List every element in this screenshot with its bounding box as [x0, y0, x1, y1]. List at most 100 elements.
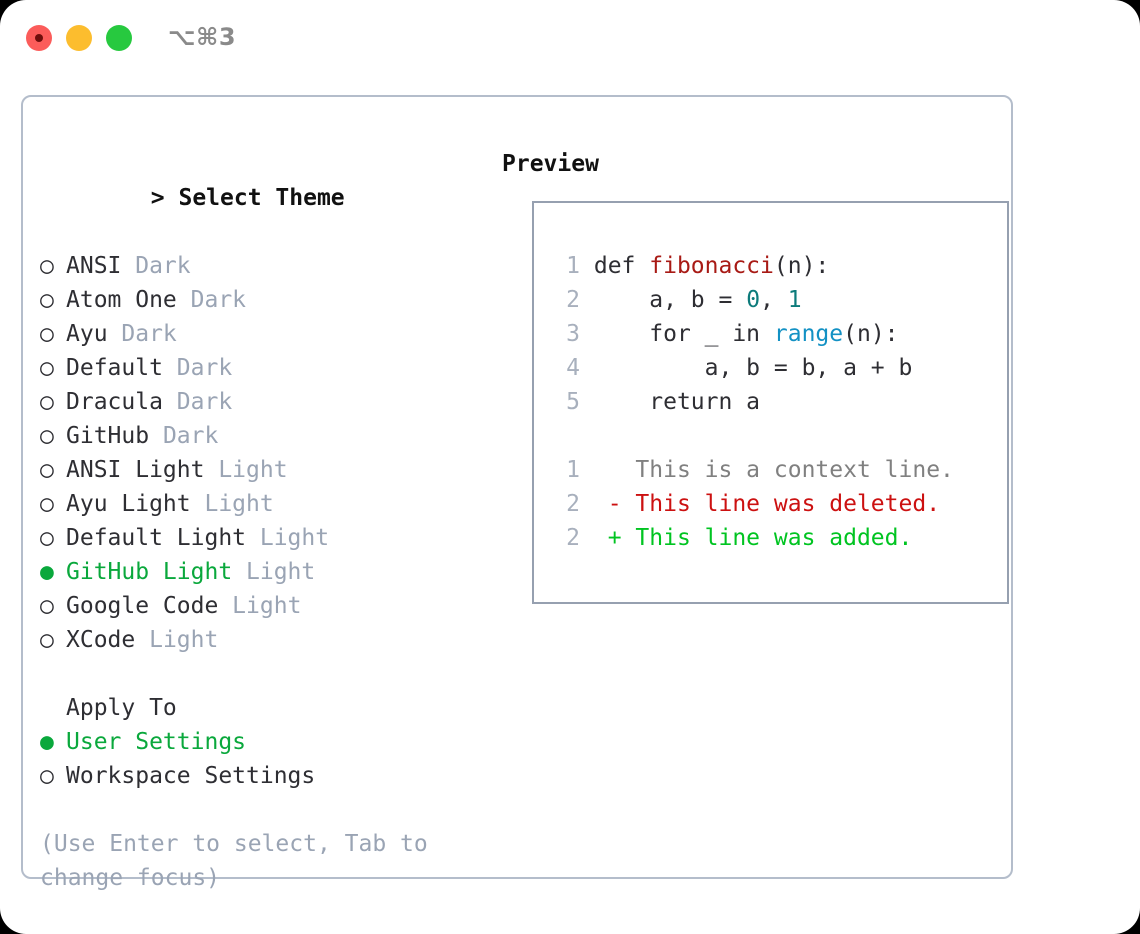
- line-number: 1: [566, 253, 580, 279]
- diff-line-text: This is a context line.: [607, 457, 954, 483]
- radio-unselected-icon: ○: [40, 253, 54, 279]
- theme-option-label: Default: [66, 355, 163, 381]
- theme-variant-badge: Light: [232, 559, 316, 585]
- radio-unselected-icon: ○: [40, 491, 54, 517]
- theme-variant-badge: Dark: [162, 389, 233, 415]
- window-controls: [26, 25, 132, 51]
- apply-to-option-user-settings[interactable]: ● User Settings: [40, 725, 470, 759]
- radio-unselected-icon: ○: [40, 525, 54, 551]
- radio-unselected-icon: ○: [40, 389, 54, 415]
- radio-unselected-icon: ○: [40, 321, 54, 347]
- line-number: 2: [566, 491, 580, 517]
- theme-option-default[interactable]: ○ Default Dark: [40, 351, 470, 385]
- theme-option-label: XCode: [66, 627, 136, 653]
- line-number: 5: [566, 389, 580, 415]
- theme-option-label: Google Code: [66, 593, 219, 619]
- theme-option-google-code[interactable]: ○ Google Code Light: [40, 589, 470, 623]
- code-token-plain: def: [593, 253, 650, 279]
- line-number: 2: [566, 525, 580, 551]
- close-button[interactable]: [26, 25, 52, 51]
- code-token-builtin: range: [773, 321, 844, 347]
- diff-line-text: - This line was deleted.: [607, 491, 941, 517]
- theme-variant-badge: Light: [190, 491, 274, 517]
- diff-line-text: + This line was added.: [607, 525, 913, 551]
- theme-option-label: ANSI Light: [66, 457, 205, 483]
- apply-to-option-label: User Settings: [66, 729, 247, 755]
- theme-option-github[interactable]: ○ GitHub Dark: [40, 419, 470, 453]
- theme-option-ansi-light[interactable]: ○ ANSI Light Light: [40, 453, 470, 487]
- theme-option-dracula[interactable]: ○ Dracula Dark: [40, 385, 470, 419]
- code-token-plain: a, b =: [593, 287, 747, 313]
- radio-selected-icon: ●: [40, 729, 54, 755]
- code-line: 4 a, b = b, a + b: [554, 351, 954, 385]
- theme-variant-badge: Dark: [107, 321, 177, 347]
- theme-option-label: Ayu Light: [66, 491, 191, 517]
- radio-unselected-icon: ○: [40, 763, 54, 789]
- radio-unselected-icon: ○: [40, 593, 54, 619]
- title-bar: ⌥⌘3: [0, 0, 1140, 78]
- radio-selected-icon: ●: [40, 559, 54, 585]
- theme-option-label: GitHub Light: [66, 559, 233, 585]
- preview-column: Preview 1 def fibonacci(n):2 a, b = 0, 1…: [502, 147, 1009, 604]
- apply-to-heading: Apply To: [66, 695, 177, 721]
- code-blank-line: [554, 419, 954, 453]
- theme-picker-panel: > Select Theme ○ANSI Dark○Atom One Dark○…: [21, 95, 1013, 891]
- keyboard-shortcut-label: ⌥⌘3: [168, 23, 237, 51]
- theme-option-default-light[interactable]: ○Default Light Light: [40, 521, 470, 555]
- theme-variant-badge: Dark: [176, 287, 247, 313]
- code-token-num: 1: [787, 287, 802, 313]
- line-number: 3: [566, 321, 580, 347]
- minimize-button[interactable]: [66, 25, 92, 51]
- line-number: 4: [566, 355, 580, 381]
- apply-to-option-label: Workspace Settings: [66, 763, 316, 789]
- diff-line-add: 2 + This line was added.: [554, 521, 954, 555]
- theme-option-ayu[interactable]: ○ Ayu Dark: [40, 317, 470, 351]
- code-token-fn: fibonacci: [649, 253, 774, 279]
- theme-variant-badge: Light: [204, 457, 288, 483]
- radio-unselected-icon: ○: [40, 287, 54, 313]
- preview-heading: Preview: [502, 151, 599, 177]
- radio-unselected-icon: ○: [40, 627, 54, 653]
- theme-variant-badge: Light: [246, 525, 330, 551]
- radio-unselected-icon: ○: [40, 457, 54, 483]
- apply-to-option-workspace-settings[interactable]: ○ Workspace Settings: [40, 759, 470, 793]
- theme-option-github-light[interactable]: ● GitHub Light Light: [40, 555, 470, 589]
- theme-list-column: > Select Theme ○ANSI Dark○Atom One Dark○…: [40, 147, 470, 895]
- theme-option-ansi[interactable]: ○ANSI Dark: [40, 249, 470, 283]
- radio-unselected-icon: ○: [40, 355, 54, 381]
- code-token-plain: return a: [593, 389, 761, 415]
- theme-variant-badge: Light: [135, 627, 219, 653]
- code-line: 3 for _ in range(n):: [554, 317, 954, 351]
- theme-option-label: Dracula: [66, 389, 163, 415]
- line-number: 2: [566, 287, 580, 313]
- theme-option-label: ANSI: [66, 253, 122, 279]
- code-line: 1 def fibonacci(n):: [554, 249, 954, 283]
- diff-line-del: 2 - This line was deleted.: [554, 487, 954, 521]
- theme-option-ayu-light[interactable]: ○ Ayu Light Light: [40, 487, 470, 521]
- radio-unselected-icon: ○: [40, 423, 54, 449]
- theme-option-xcode[interactable]: ○ XCode Light: [40, 623, 470, 657]
- code-token-plain: for _ in: [593, 321, 774, 347]
- code-token-plain: (n):: [773, 253, 830, 279]
- maximize-button[interactable]: [106, 25, 132, 51]
- theme-variant-badge: Light: [218, 593, 302, 619]
- theme-option-label: GitHub: [66, 423, 150, 449]
- theme-variant-badge: Dark: [149, 423, 219, 449]
- code-token-num: 0: [746, 287, 761, 313]
- select-theme-heading-label: Select Theme: [178, 185, 345, 211]
- theme-option-list: ○ANSI Dark○Atom One Dark○Ayu Dark○Defaul…: [40, 249, 470, 657]
- select-theme-heading: > Select Theme: [40, 147, 470, 249]
- theme-option-label: Ayu: [66, 321, 108, 347]
- diff-line-ctx: 1 This is a context line.: [554, 453, 954, 487]
- theme-variant-badge: Dark: [162, 355, 233, 381]
- focus-caret-icon: >: [150, 185, 179, 211]
- apply-to-option-list: ● User Settings ○ Workspace Settings: [40, 725, 470, 793]
- hint-spacer: [40, 793, 470, 827]
- theme-option-atom-one[interactable]: ○ Atom One Dark: [40, 283, 470, 317]
- list-spacer: [40, 657, 470, 691]
- keyboard-hint-text: (Use Enter to select, Tab to change focu…: [40, 831, 428, 891]
- theme-option-label: Atom One: [66, 287, 177, 313]
